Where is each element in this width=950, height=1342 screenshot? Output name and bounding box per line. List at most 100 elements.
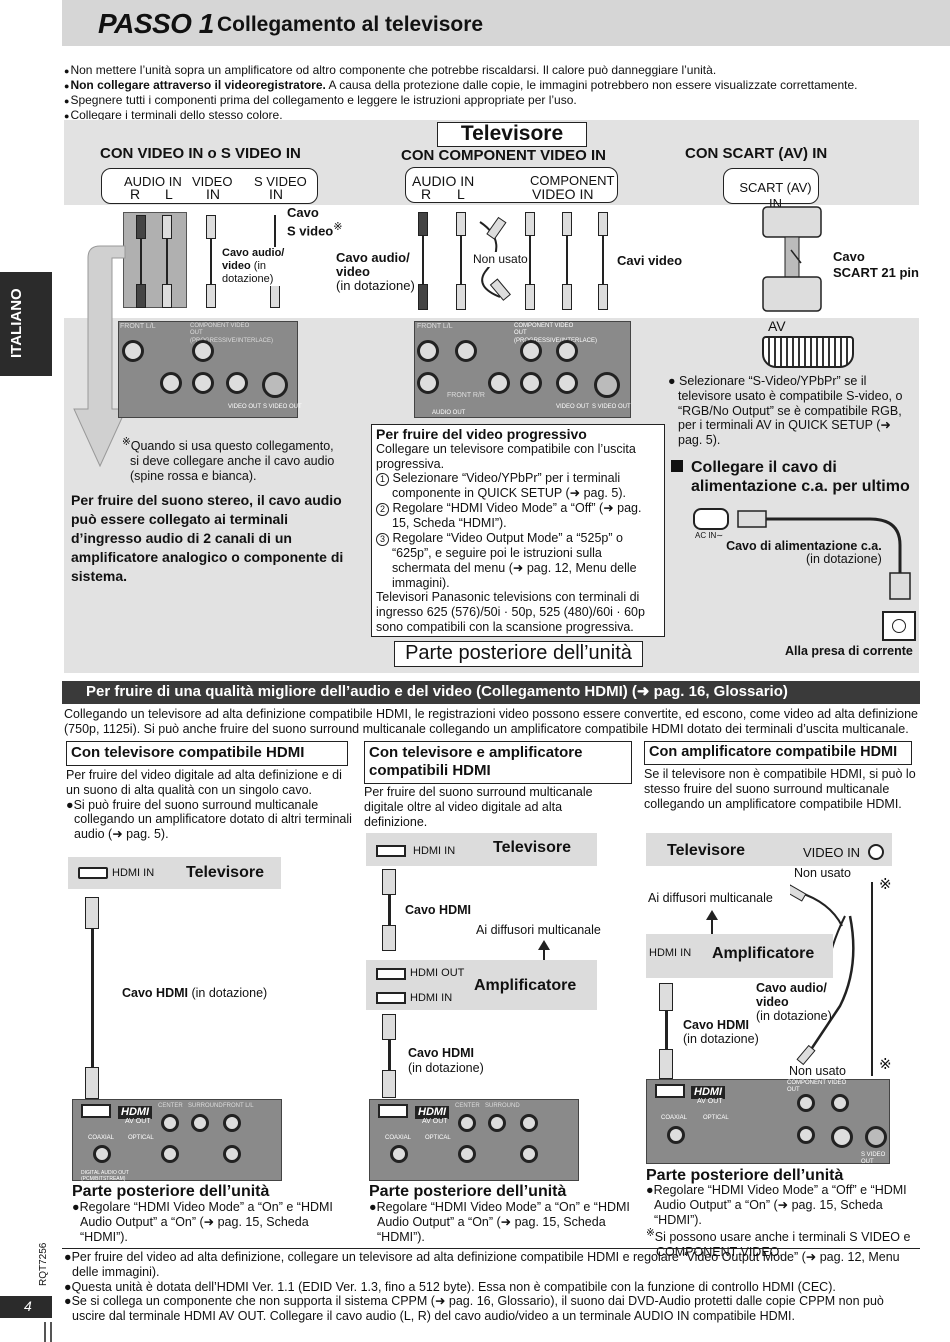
power-cable-icon xyxy=(737,510,911,600)
hdmi-col3-text: Se il televisore non è compatibile HDMI,… xyxy=(644,767,916,811)
unused-label: Non usato xyxy=(473,252,528,267)
hdmi-col1-text: Per fruire del video digitale ad alta de… xyxy=(66,768,352,842)
hdmi-port-icon xyxy=(376,845,406,857)
plug-video-bottom xyxy=(206,284,216,308)
jack xyxy=(226,372,248,394)
rear-panel-2 xyxy=(414,321,631,418)
speakers-label-2: Ai diffusori multicanale xyxy=(476,923,601,937)
tv3-terminal-box: SCART (AV) IN xyxy=(723,168,819,211)
plug-video xyxy=(206,215,216,239)
hdmi-cable-label-3: Cavo HDMI (in dotazione) xyxy=(683,1018,759,1046)
plug-audio-l xyxy=(456,212,466,236)
bullet-item: Non collegare attraverso il videoregistr… xyxy=(64,78,924,93)
footer-divider xyxy=(62,1248,920,1249)
plug-y xyxy=(525,212,535,236)
hdmi-col2-title: Con televisore e amplificatore compatibi… xyxy=(364,741,632,784)
plug-l xyxy=(162,215,172,239)
speakers-label-3: Ai diffusori multicanale xyxy=(648,891,773,905)
rear-title-hdmi-1: Parte posteriore dell’unità xyxy=(72,1183,270,1200)
plug-pb xyxy=(562,212,572,236)
plug-audio-r xyxy=(418,212,428,236)
col2-title: CON COMPONENT VIDEO IN xyxy=(401,147,607,164)
hdmi-col1-tv: HDMI IN Televisore xyxy=(68,857,281,889)
up-arrow-icon xyxy=(538,940,550,950)
hdmi-plug xyxy=(85,897,99,929)
hdmi-port-icon xyxy=(376,992,406,1004)
av-cable-label: Cavo audio/ video (in dotazione) xyxy=(336,250,415,293)
av-cable-small-label: Cavo audio/ video (in dotazione) xyxy=(222,247,285,286)
asterisk-3b: ※ xyxy=(879,1056,892,1073)
intro-bullets: Non mettere l’unità sopra un amplificato… xyxy=(64,63,924,123)
rear-note-hdmi-2: ●Regolare “HDMI Video Mode” a “On” e “HD… xyxy=(369,1200,630,1244)
language-tab: ITALIANO xyxy=(0,272,52,376)
doc-code: RQT7256 xyxy=(38,1242,49,1286)
rear-panel-hdmi-3: HDMI AV OUT COAXIAL OPTICAL COMPONENT VI… xyxy=(646,1079,890,1165)
hdmi-banner: Per fruire di una qualità migliore dell’… xyxy=(62,681,920,704)
hdmi-port-icon xyxy=(376,968,406,980)
col3-title: CON SCART (AV) IN xyxy=(685,145,828,162)
tv1-terminal-box: AUDIO IN R L VIDEO IN S VIDEO IN xyxy=(101,168,318,204)
scart-cable-label: Cavo SCART 21 pin xyxy=(833,249,919,280)
rear-note-hdmi-1: ●Regolare “HDMI Video Mode” a “On” e “HD… xyxy=(72,1200,333,1244)
video-cables-label: Cavi video xyxy=(617,253,683,268)
power-cable-label: Cavo di alimentazione c.a. (in dotazione… xyxy=(726,539,882,566)
non-usato-3b: Non usato xyxy=(789,1064,846,1078)
binding-marks xyxy=(44,1322,52,1342)
rear-panel-hdmi-1: HDMI AV OUT CENTER SURROUND FRONT L/L CO… xyxy=(72,1099,282,1182)
rear-title-hdmi-3: Parte posteriore dell’unità xyxy=(646,1167,844,1184)
av-label: AV xyxy=(768,318,786,334)
progressive-box: Per fruire del video progressivo Collega… xyxy=(371,424,665,637)
scart-note: ● Selezionare “S-Video/YPbPr” se il tele… xyxy=(668,374,903,448)
hdmi-port-icon xyxy=(78,867,108,879)
hdmi-intro: Collegando un televisore ad alta definiz… xyxy=(64,707,918,736)
svideo-note: ※Quando si usa questo collegamento, si d… xyxy=(122,437,335,484)
scart-cable-icon xyxy=(762,206,822,312)
hdmi-plug xyxy=(85,1067,99,1099)
col1-title: CON VIDEO IN o S VIDEO IN xyxy=(100,145,301,162)
hdmi-col2-text: Per fruire del suono surround multicanal… xyxy=(364,785,593,829)
bullet-item: Collegare i terminali dello stesso color… xyxy=(64,108,924,123)
down-arrow-icon xyxy=(73,245,127,468)
tv2-terminal-box: AUDIO IN R L COMPONENT VIDEO IN xyxy=(405,167,618,203)
av-cable-label-3: Cavo audio/ video (in dotazione) xyxy=(756,981,832,1023)
footer-notes: ●Per fruire del video ad alta definizion… xyxy=(64,1250,900,1324)
ac-in-label: AC IN∼ xyxy=(695,531,724,540)
video-jack-icon xyxy=(868,844,884,860)
tv-title: Televisore xyxy=(437,122,587,147)
plug-svideo-bottom xyxy=(270,284,280,308)
tv1-plug-bracket xyxy=(123,212,187,308)
plug-r xyxy=(136,215,146,239)
jack xyxy=(192,372,214,394)
bullet-item: Spegnere tutti i componenti prima del co… xyxy=(64,93,924,108)
hdmi-col3-title: Con amplificatore compatibile HDMI xyxy=(644,741,912,765)
unused-plug-icon xyxy=(479,216,511,301)
non-usato-3a: Non usato xyxy=(794,866,851,880)
step-label: PASSO 1 xyxy=(98,8,214,39)
up-arrow-icon xyxy=(706,910,718,920)
hdmi-cable-label-2b: Cavo HDMI (in dotazione) xyxy=(408,1046,484,1075)
plug-r-bottom xyxy=(136,284,146,308)
hdmi-col2-tv: HDMI IN Televisore xyxy=(366,833,597,866)
wall-outlet-icon xyxy=(882,611,916,641)
plug-pr xyxy=(598,212,608,236)
bullet-item: Non mettere l’unità sopra un amplificato… xyxy=(64,63,924,78)
plug-l-bottom xyxy=(162,284,172,308)
power-title: Collegare il cavo di alimentazione c.a. … xyxy=(671,458,910,496)
asterisk-3a: ※ xyxy=(879,876,892,893)
hdmi-cable-label-2a: Cavo HDMI xyxy=(405,903,471,917)
stereo-text: Per fruire del suono stereo, il cavo aud… xyxy=(71,492,344,584)
page-header: PASSO 1 Collegamento al televisore xyxy=(62,0,950,46)
av-cable-icon xyxy=(790,882,873,1076)
jack xyxy=(192,340,214,362)
ac-inlet xyxy=(693,508,729,530)
hdmi-col1-title: Con televisore compatibile HDMI xyxy=(66,741,348,766)
rear-panel-1 xyxy=(118,321,298,418)
rear-panel-hdmi-2: HDMI AV OUT CENTER SURROUND COAXIAL OPTI… xyxy=(369,1099,579,1181)
rear-title-hdmi-2: Parte posteriore dell’unità xyxy=(369,1183,567,1200)
scart-socket xyxy=(762,336,854,368)
hdmi-col2-amp: HDMI OUT HDMI IN Amplificatore xyxy=(366,960,597,1010)
page-title: Collegamento al televisore xyxy=(217,13,484,36)
svideo-jack xyxy=(262,372,288,398)
hdmi-col3-amp: HDMI IN Amplificatore xyxy=(646,934,833,978)
